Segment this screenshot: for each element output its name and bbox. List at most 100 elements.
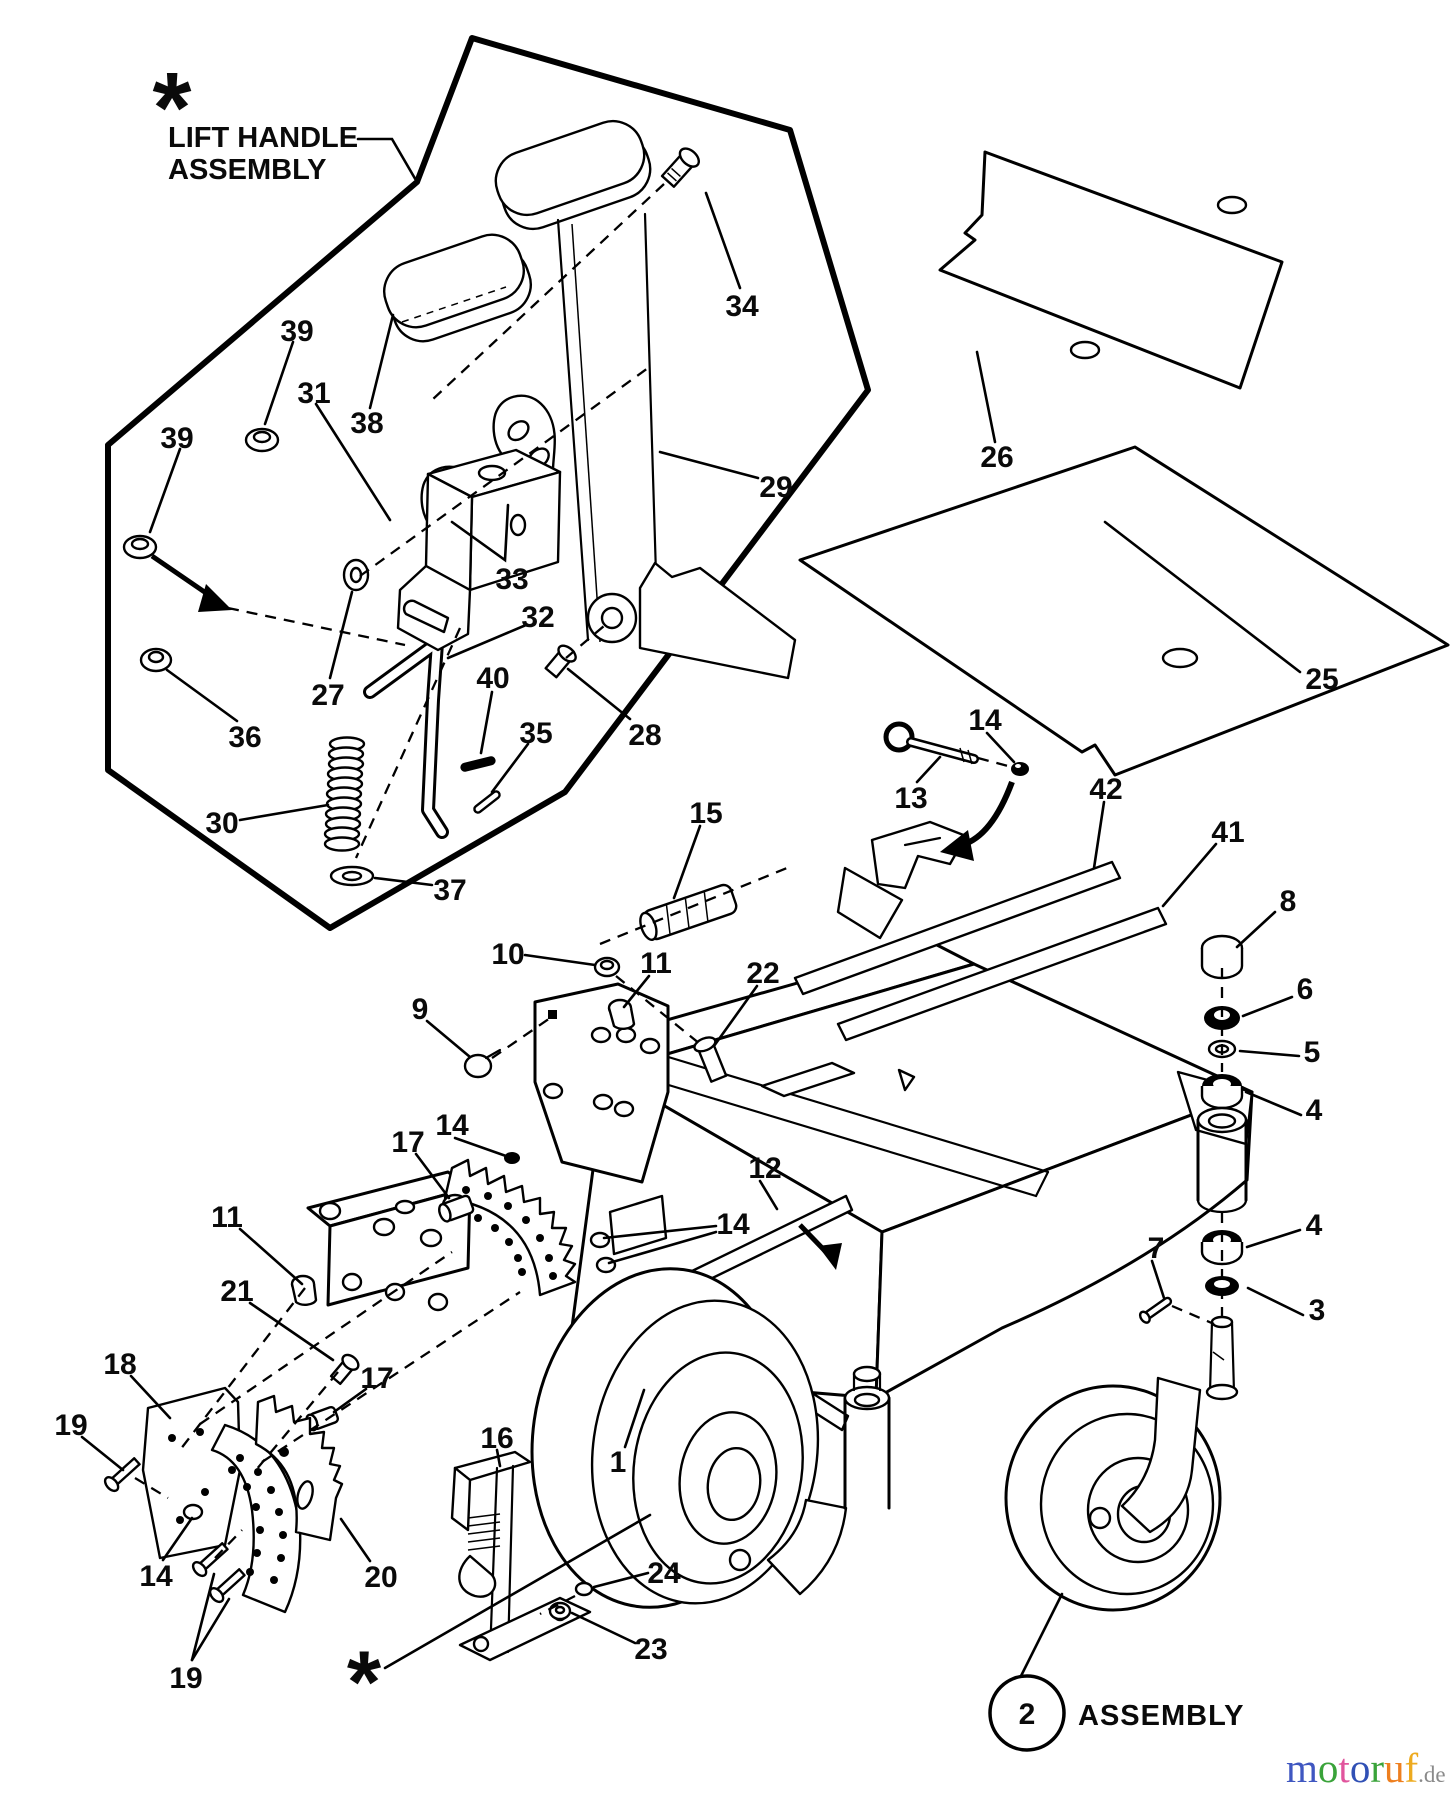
part-label-8-21: 8 [1280,885,1297,918]
watermark-letter: t [1338,1745,1350,1791]
bolt-9 [463,1048,502,1079]
flange-nut-39-b [122,534,158,560]
motoruf-watermark: motoruf.de [1286,1748,1446,1795]
bolt-34 [660,147,700,188]
part-label-24-47: 24 [647,1557,681,1590]
lift-handle-asterisk: * [153,52,192,164]
assembly-callout-label: ASSEMBLY [1078,1700,1244,1732]
part-label-14-18: 14 [968,704,1002,737]
leader-lines [80,191,1305,1680]
watermark-letter: o [1317,1745,1339,1791]
nut-14-d [182,1503,204,1521]
part-label-21-35: 21 [220,1275,253,1308]
washer-3 [1205,1276,1239,1296]
part-label-36-9: 36 [228,721,261,754]
lift-handle-label-line1: LIFT HANDLE [168,122,358,154]
assembly-2-callout: 2 ASSEMBLY [988,1674,1244,1752]
spring-30 [323,736,366,852]
watermark-letter: m [1286,1745,1318,1791]
part-label-19-43: 19 [169,1662,202,1695]
part-label-17-38: 17 [360,1362,393,1395]
part-label-34-4: 34 [725,290,759,323]
lift-handle-label-line2: ASSEMBLY [168,154,326,186]
bolt-19-b [191,1542,229,1578]
watermark-letter: f [1404,1745,1419,1791]
part-label-39-0: 39 [280,315,313,348]
part-label-27-8: 27 [311,679,344,712]
cover-panel-26 [938,150,1284,390]
caster-fork-left [728,1498,848,1596]
nut-10 [593,956,621,978]
part-label-14-42: 14 [139,1560,173,1593]
bolt-19-c [208,1568,246,1604]
watermark-word: motoruf [1286,1745,1418,1791]
part-label-3-41: 3 [1309,1294,1326,1327]
part-label-23-48: 23 [634,1633,667,1666]
part-label-30-13: 30 [205,807,238,840]
flange-nut-39-a [244,427,280,453]
part-label-11-34: 11 [211,1201,243,1234]
part-label-1-46: 1 [610,1446,627,1479]
part-label-26-15: 26 [980,441,1013,474]
bushing-11-a [607,998,636,1030]
lift-handle-lever-29 [494,119,797,680]
eyebolt-13 [883,721,979,765]
footnote-asterisk: * [347,1632,382,1731]
grip-pad-38 [383,233,532,343]
washer-27 [342,558,370,592]
part-label-37-14: 37 [433,874,466,907]
blade-41 [836,906,1168,1042]
washer-24 [574,1581,594,1597]
part-label-31-1: 31 [297,377,330,410]
reinforcement-strip-12 [688,1194,854,1288]
flange-nut-36 [139,647,173,673]
cover-panel-25 [798,445,1450,777]
part-label-12-32: 12 [748,1152,781,1185]
part-label-35-11: 35 [519,717,552,750]
part-label-16-45: 16 [480,1422,513,1455]
nut-14-b [504,1152,520,1164]
pointer-arrow-39 [150,553,232,612]
caster-stem-left [843,1365,891,1510]
part-label-14-31: 14 [435,1109,469,1142]
caster-stem-right [1205,1315,1239,1401]
assembly-axis-lines [134,183,1224,1616]
part-label-25-16: 25 [1305,663,1338,696]
part-label-17-30: 17 [391,1126,424,1159]
part-label-15-25: 15 [689,797,722,830]
spacer-tube-15 [639,883,738,941]
part-label-19-37: 19 [54,1409,87,1442]
part-label-14-33: 14 [716,1208,750,1241]
part-label-4-40: 4 [1306,1209,1323,1242]
part-label-32-7: 32 [521,601,554,634]
bolt-21 [329,1353,360,1386]
caster-wheel-left [530,1267,820,1609]
clevis-pin-22 [693,1036,728,1083]
part-label-5-23: 5 [1304,1036,1321,1069]
latch-bracket [836,820,968,940]
part-label-10-26: 10 [491,938,524,971]
washer-23 [548,1601,572,1621]
caster-fork-right [1120,1376,1202,1534]
caster-tube-right [1196,1106,1248,1214]
pin-35 [473,790,501,814]
part-label-13-17: 13 [894,782,927,815]
part-label-6-22: 6 [1297,973,1314,1006]
part-label-20-44: 20 [364,1561,397,1594]
part-label-22-28: 22 [746,957,779,990]
part-label-28-12: 28 [628,719,661,752]
blade-42 [793,860,1122,996]
part-label-39-3: 39 [160,422,193,455]
part-label-42-19: 42 [1089,773,1122,806]
washer-37 [329,865,375,887]
sector-plate-18 [141,1386,242,1560]
bushing-17-a [438,1194,475,1223]
watermark-letter: u [1383,1745,1405,1791]
watermark-letter: r [1370,1745,1384,1791]
bolt-28 [544,644,577,679]
watermark-letter: o [1349,1745,1371,1791]
part-label-38-2: 38 [350,407,383,440]
roll-pin-40 [460,756,496,772]
